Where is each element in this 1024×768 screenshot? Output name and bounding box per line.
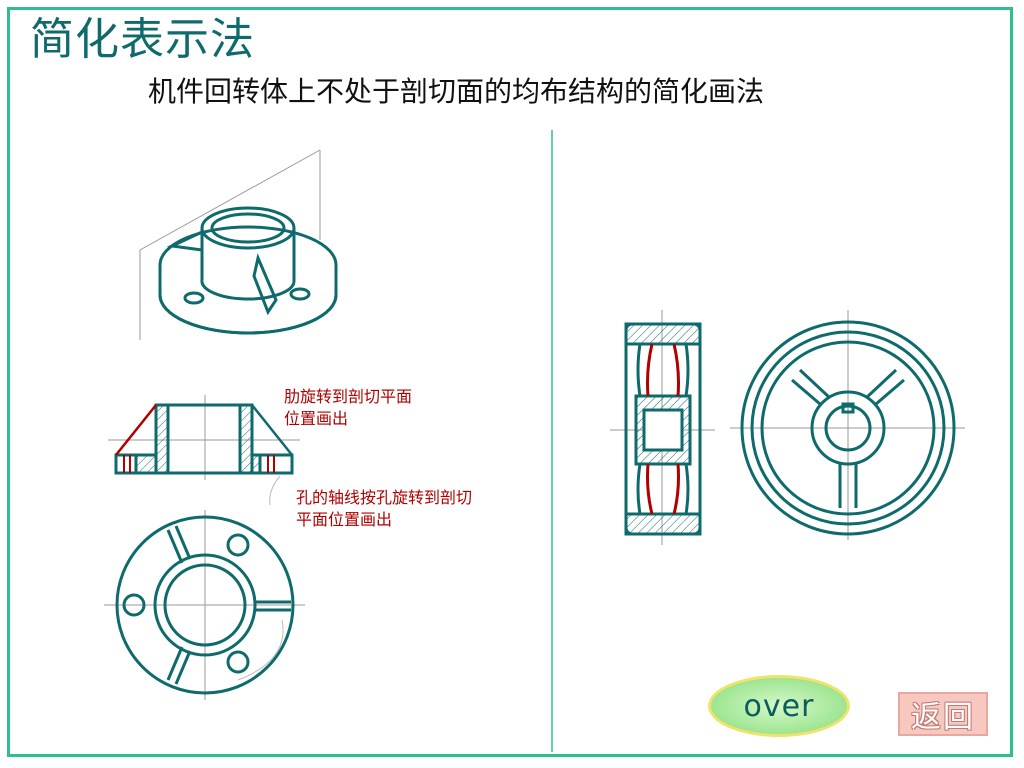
- rib-note: 肋旋转到剖切平面 位置画出: [284, 386, 412, 430]
- wheel-front-view: [730, 310, 965, 540]
- rib-note-line1: 肋旋转到剖切平面: [284, 387, 413, 406]
- flange-3d-view: [139, 149, 338, 340]
- slide-frame: [7, 7, 1013, 757]
- hole-note: 孔的轴线按孔旋转到剖切 平面位置画出: [296, 487, 472, 531]
- back-button-label: 返回: [911, 700, 975, 735]
- back-button[interactable]: 返回: [898, 692, 988, 736]
- over-button[interactable]: over: [708, 675, 850, 737]
- page-title: 简化表示法: [30, 14, 255, 65]
- rib-note-line2: 位置画出: [284, 409, 349, 428]
- flange-top-view: [104, 510, 305, 700]
- hole-note-line1: 孔的轴线按孔旋转到剖切: [296, 488, 473, 507]
- hole-note-line2: 平面位置画出: [296, 510, 393, 529]
- over-button-label: over: [743, 688, 815, 724]
- wheel-section-view: [610, 310, 715, 545]
- flange-section-view: [108, 395, 300, 506]
- page-subtitle: 机件回转体上不处于剖切面的均布结构的简化画法: [148, 75, 765, 108]
